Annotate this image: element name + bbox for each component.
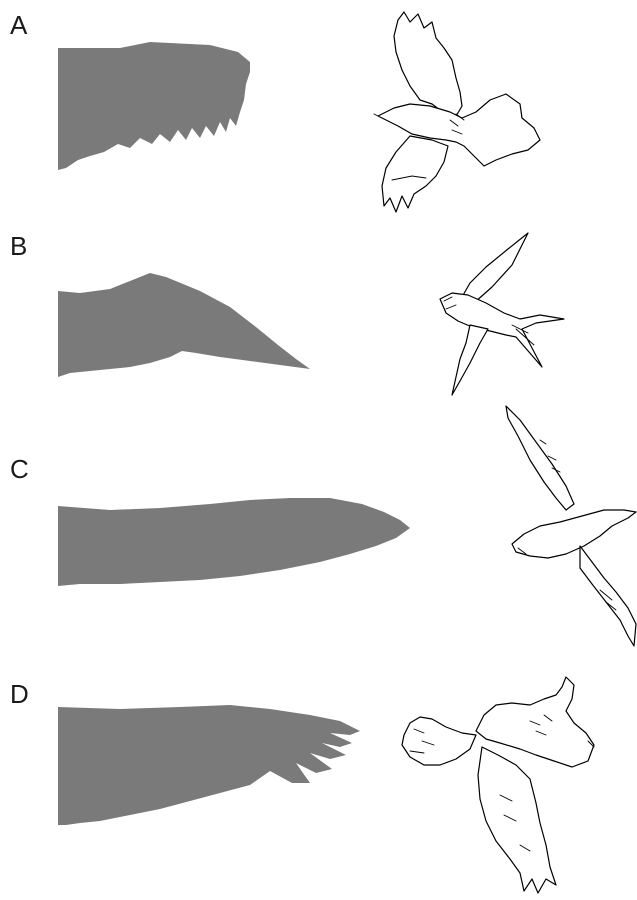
hawk-icon [402,677,594,893]
wing-silhouette-b [58,273,310,377]
panel-c: C [0,450,637,675]
panel-d-figure [0,675,637,900]
wing-silhouette-c [58,498,410,586]
wing-silhouette-d [58,705,360,825]
panel-a-figure [0,0,637,225]
soaring-bird-icon [374,12,540,212]
wing-silhouette-a [58,42,250,170]
panel-b: B [0,225,637,450]
swallow-icon [440,233,564,395]
panel-c-figure [0,450,637,675]
panel-a: A [0,0,637,225]
panel-d: D [0,675,637,900]
panel-b-figure [0,225,637,450]
